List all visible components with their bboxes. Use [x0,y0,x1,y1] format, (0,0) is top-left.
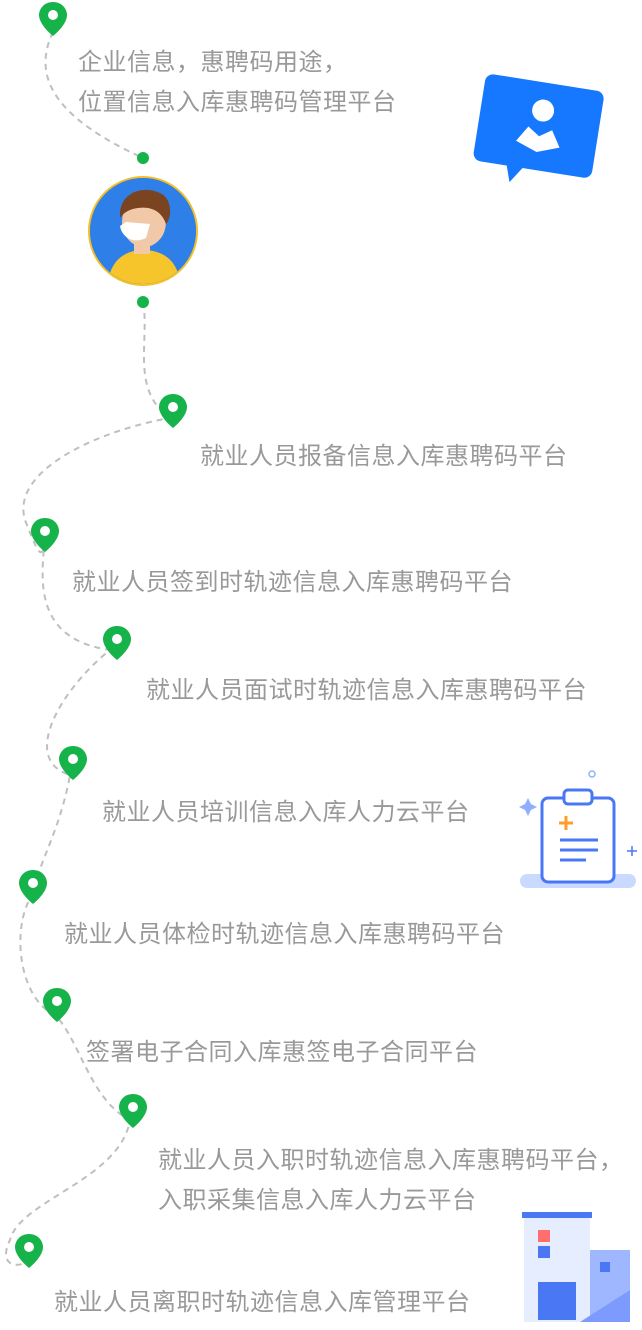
step-4-text: 就业人员面试时轨迹信息入库惠聘码平台 [146,670,587,710]
step-1-line-1: 企业信息，惠聘码用途， [78,48,348,76]
location-pin-icon [15,1234,43,1268]
location-pin-icon [43,988,71,1022]
route-dot [137,152,149,164]
step-8-text: 就业人员入职时轨迹信息入库惠聘码平台， 入职采集信息入库人力云平台 [158,1140,624,1220]
profile-card-icon [473,74,604,183]
step-2-text: 就业人员报备信息入库惠聘码平台 [200,436,568,476]
step-6-line-1: 就业人员体检时轨迹信息入库惠聘码平台 [64,920,505,948]
step-6-text: 就业人员体检时轨迹信息入库惠聘码平台 [64,914,505,954]
location-pin-icon [159,394,187,428]
step-1-line-2: 位置信息入库惠聘码管理平台 [78,88,397,116]
step-7-line-1: 签署电子合同入库惠签电子合同平台 [86,1038,478,1066]
medical-clipboard-icon [519,770,637,888]
route-dot [137,296,149,308]
worker-avatar [88,176,198,286]
location-pin-icon [19,870,47,904]
step-3-line-1: 就业人员签到时轨迹信息入库惠聘码平台 [72,568,513,596]
step-3-text: 就业人员签到时轨迹信息入库惠聘码平台 [72,562,513,602]
step-5-line-1: 就业人员培训信息入库人力云平台 [102,798,470,826]
step-5-text: 就业人员培训信息入库人力云平台 [102,792,470,832]
location-pin-icon [103,626,131,660]
building-icon [522,1212,630,1322]
step-8-line-1: 就业人员入职时轨迹信息入库惠聘码平台， [158,1146,624,1174]
location-pin-icon [39,2,67,36]
step-2-line-1: 就业人员报备信息入库惠聘码平台 [200,442,568,470]
location-pin-icon [31,518,59,552]
step-9-text: 就业人员离职时轨迹信息入库管理平台 [54,1282,471,1322]
location-pin-icon [59,746,87,780]
location-pin-icon [119,1094,147,1128]
step-9-line-1: 就业人员离职时轨迹信息入库管理平台 [54,1288,471,1316]
step-7-text: 签署电子合同入库惠签电子合同平台 [86,1032,478,1072]
step-1-text: 企业信息，惠聘码用途， 位置信息入库惠聘码管理平台 [78,42,397,122]
step-8-line-2: 入职采集信息入库人力云平台 [158,1186,477,1214]
step-4-line-1: 就业人员面试时轨迹信息入库惠聘码平台 [146,676,587,704]
